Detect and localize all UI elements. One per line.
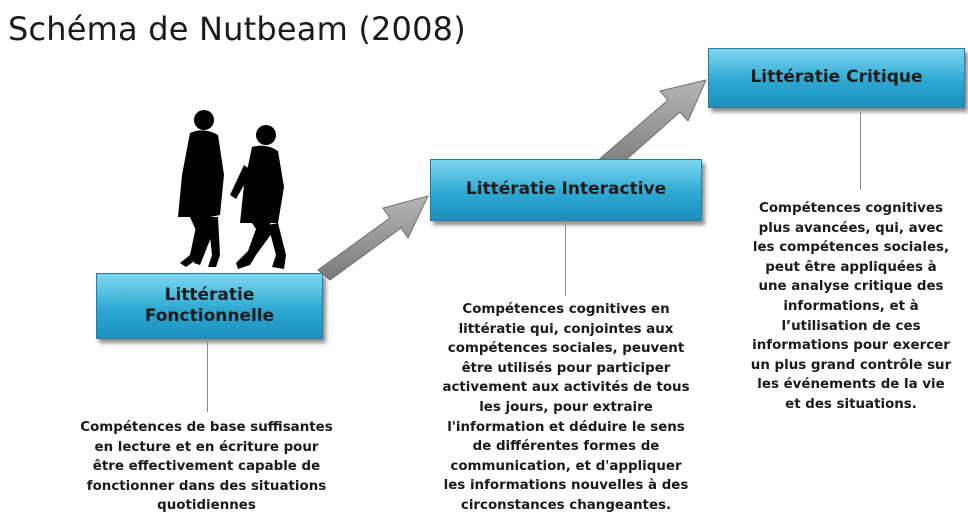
box-interactive-literacy: Littératie Interactive <box>430 159 702 221</box>
diagram-title: Schéma de Nutbeam (2008) <box>8 10 466 48</box>
connector-line-3 <box>860 112 861 190</box>
description-critical: Compétences cognitives plus avancées, qu… <box>750 201 952 412</box>
box-critical-literacy: Littératie Critique <box>708 48 965 108</box>
connector-line-2 <box>565 220 566 296</box>
walking-people-icon <box>178 110 286 269</box>
box-label: Littératie Critique <box>750 67 923 88</box>
box-label: Littératie Fonctionnelle <box>144 284 275 326</box>
description-functional: Compétences de base suffisantes en lectu… <box>80 420 333 514</box>
arrow-1 <box>317 195 429 281</box>
description-interactive: Compétences cognitives en littératie qui… <box>442 302 690 513</box>
box-functional-literacy: Littératie Fonctionnelle <box>96 273 323 339</box>
connector-line-1 <box>207 338 208 412</box>
box-label: Littératie Interactive <box>465 179 667 200</box>
